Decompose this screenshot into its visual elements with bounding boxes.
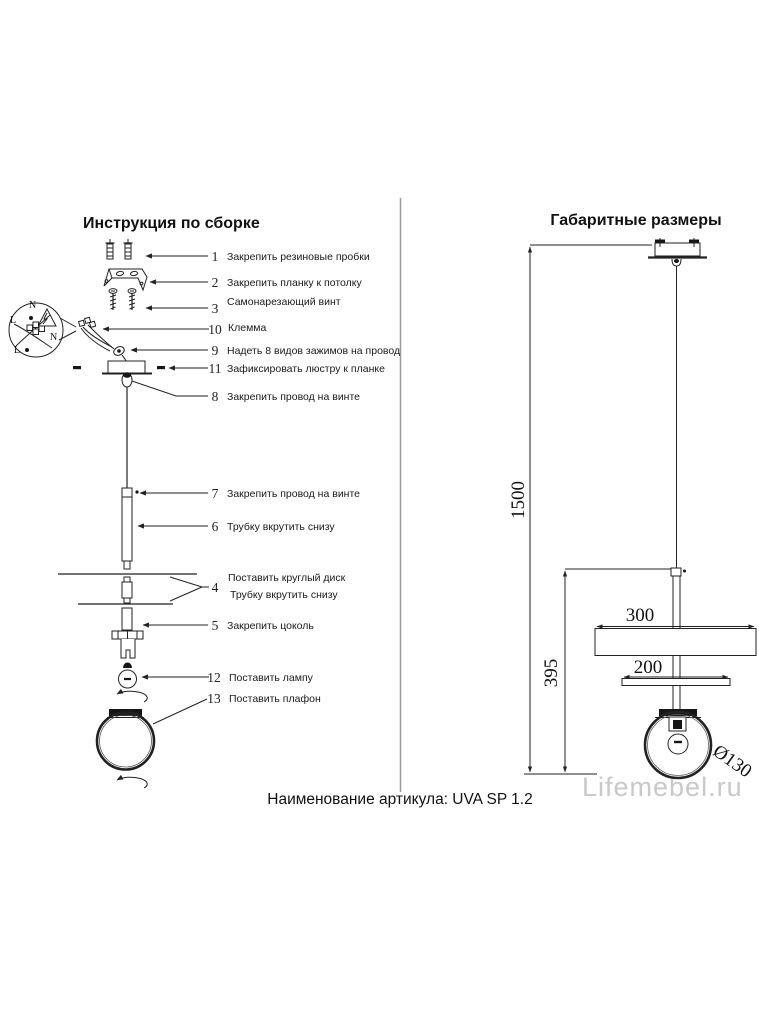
- item-label: Зафиксировать люстру к планке: [227, 363, 385, 375]
- item-number: 12: [207, 670, 221, 685]
- canopy-screw-left: [655, 238, 665, 247]
- rubber-plugs-drawing: [105, 239, 133, 260]
- wires-drawing: [77, 316, 115, 352]
- item-label: Трубку вкрутить снизу: [227, 521, 335, 533]
- dimension-lower-height: 395: [541, 568, 671, 773]
- item-label-2: Трубку вкрутить снизу: [230, 589, 338, 601]
- disc-small-drawing: 200: [621, 657, 731, 686]
- magnifier-letter-l-bottom: L: [14, 345, 20, 356]
- item-label: Самонарезающий винт: [227, 296, 341, 308]
- item-number: 9: [212, 343, 219, 358]
- item-label: Надеть 8 видов зажимов на провод: [227, 345, 400, 357]
- cord-fitting-drawing: [121, 487, 139, 498]
- item-number: 6: [212, 519, 219, 534]
- item-label: Закрепить планку к потолку: [227, 277, 362, 289]
- item-label: Закрепить резиновые пробки: [227, 251, 370, 263]
- item-number: 11: [209, 361, 222, 376]
- item-label: Закрепить провод на винте: [227, 391, 360, 403]
- dim-value-lower: 395: [541, 659, 562, 688]
- rotate-arrow-lower: [116, 774, 148, 789]
- article-caption: Наименование артикула: UVA SP 1.2: [267, 791, 532, 808]
- item-number: 13: [207, 691, 221, 706]
- item-number: 3: [212, 301, 219, 316]
- disc-large-drawing: 300: [594, 605, 757, 656]
- globe-assembled-drawing: [643, 709, 713, 780]
- item-label: Закрепить провод на винте: [227, 488, 360, 500]
- dimensions-panel: Габаритные размеры: [508, 212, 757, 782]
- side-screw-right: [157, 366, 165, 370]
- assembly-panel: Инструкция по сборке: [8, 215, 400, 789]
- item-number: 8: [212, 389, 219, 404]
- magnifier-letter-l-left: L: [10, 315, 16, 326]
- tube-drawing: [121, 496, 133, 570]
- ceiling-canopy-drawing: [648, 238, 707, 267]
- globe-drawing: [95, 709, 156, 771]
- dim-value-large-disc: 300: [626, 605, 655, 626]
- magnifier-letter-n-top: N: [29, 300, 36, 311]
- bulb-drawing: [118, 662, 137, 689]
- dim-value-total: 1500: [508, 481, 529, 519]
- canopy-screw-right: [689, 238, 699, 247]
- item-number: 7: [212, 486, 219, 501]
- item-number: 10: [208, 322, 222, 337]
- item-number: 1: [212, 249, 219, 264]
- item-number: 5: [212, 618, 219, 633]
- mounting-bracket-drawing: [103, 268, 148, 292]
- item-label: Поставить круглый диск: [228, 572, 346, 584]
- magnifier-letter-n-right: N: [50, 332, 57, 343]
- assembly-callouts: 1 Закрепить резиновые пробки 2 Закрепить…: [102, 249, 400, 725]
- item-label: Клемма: [228, 322, 267, 334]
- canopy-drawing: [73, 360, 165, 388]
- item-label: Закрепить цоколь: [227, 620, 314, 632]
- dim-value-small-disc: 200: [634, 657, 663, 678]
- dimensions-title: Габаритные размеры: [550, 212, 721, 229]
- watermark: Lifemebel.ru: [582, 772, 743, 802]
- item-number: 4: [212, 580, 219, 595]
- cord-clamp-drawing: [113, 346, 128, 364]
- item-label: Поставить плафон: [229, 693, 321, 705]
- socket-drawing: [111, 630, 144, 659]
- side-screw-left: [73, 366, 81, 370]
- screws-drawing: [108, 288, 137, 310]
- item-label: Поставить лампу: [229, 672, 314, 684]
- magnifier-detail: N L N L: [8, 300, 77, 358]
- assembly-title: Инструкция по сборке: [83, 215, 260, 232]
- rotate-arrow-upper: [116, 688, 148, 703]
- dimension-total-height: 1500: [508, 244, 652, 775]
- disc-lines-drawing: [58, 573, 197, 631]
- item-number: 2: [212, 275, 219, 290]
